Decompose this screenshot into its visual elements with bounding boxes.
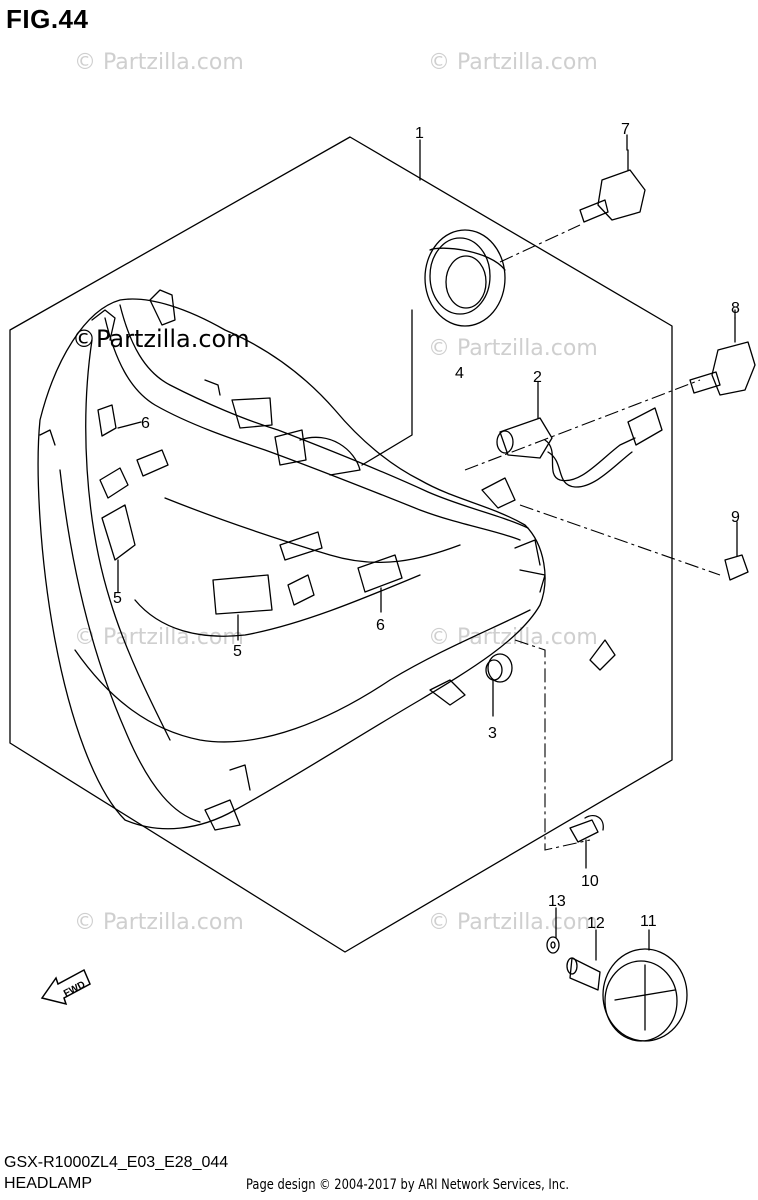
callout-1: 1 (415, 125, 424, 142)
bulb-h7 (597, 169, 646, 221)
watermark: © Partzilla.com (428, 336, 598, 361)
watermark-strong: ©Partzilla.com (72, 325, 250, 353)
callout-13: 13 (548, 893, 566, 910)
watermark: © Partzilla.com (74, 910, 244, 935)
adjuster-pin (569, 957, 601, 991)
callout-4: 4 (455, 365, 464, 382)
model-code: GSX-R1000ZL4_E03_E28_044 (4, 1154, 229, 1171)
callout-8: 8 (731, 300, 740, 317)
fwd-arrow-icon: FWD (40, 968, 91, 1006)
assembly-frame (9, 136, 673, 953)
callout-2: 2 (533, 369, 542, 386)
section-name: HEADLAMP (4, 1175, 93, 1192)
reflector-panel (97, 404, 117, 437)
reflector-panel (101, 504, 136, 561)
screw (569, 819, 599, 843)
rubber-cap (424, 229, 506, 327)
callout-11: 11 (640, 913, 657, 930)
bulb-socket (499, 417, 553, 459)
figure-title: FIG.44 (6, 4, 89, 34)
watermark: © Partzilla.com (74, 50, 244, 75)
connector (627, 407, 663, 446)
callout-9: 9 (731, 509, 740, 526)
washer (546, 936, 560, 954)
bulb-h9 (711, 341, 756, 396)
grommet (487, 653, 513, 683)
watermark: © Partzilla.com (428, 50, 598, 75)
reflector-panel (212, 574, 273, 615)
page-credit: Page design © 2004-2017 by ARI Network S… (246, 1177, 570, 1193)
watermark: © Partzilla.com (428, 910, 598, 935)
callout-6: 6 (376, 617, 385, 634)
reflector-panel (357, 554, 403, 593)
callout-12: 12 (587, 915, 605, 932)
bulb-small (724, 554, 749, 581)
callout-3: 3 (488, 725, 497, 742)
callout-5: 5 (233, 643, 242, 660)
headlamp-housing (37, 298, 546, 830)
watermark: © Partzilla.com (74, 625, 244, 650)
callout-labels: 1 2 3 4 5 5 6 6 7 8 9 10 11 12 13 (113, 121, 740, 932)
callout-5: 5 (113, 590, 122, 607)
callout-7: 7 (621, 121, 630, 138)
callout-6: 6 (141, 415, 150, 432)
callout-10: 10 (581, 873, 599, 890)
